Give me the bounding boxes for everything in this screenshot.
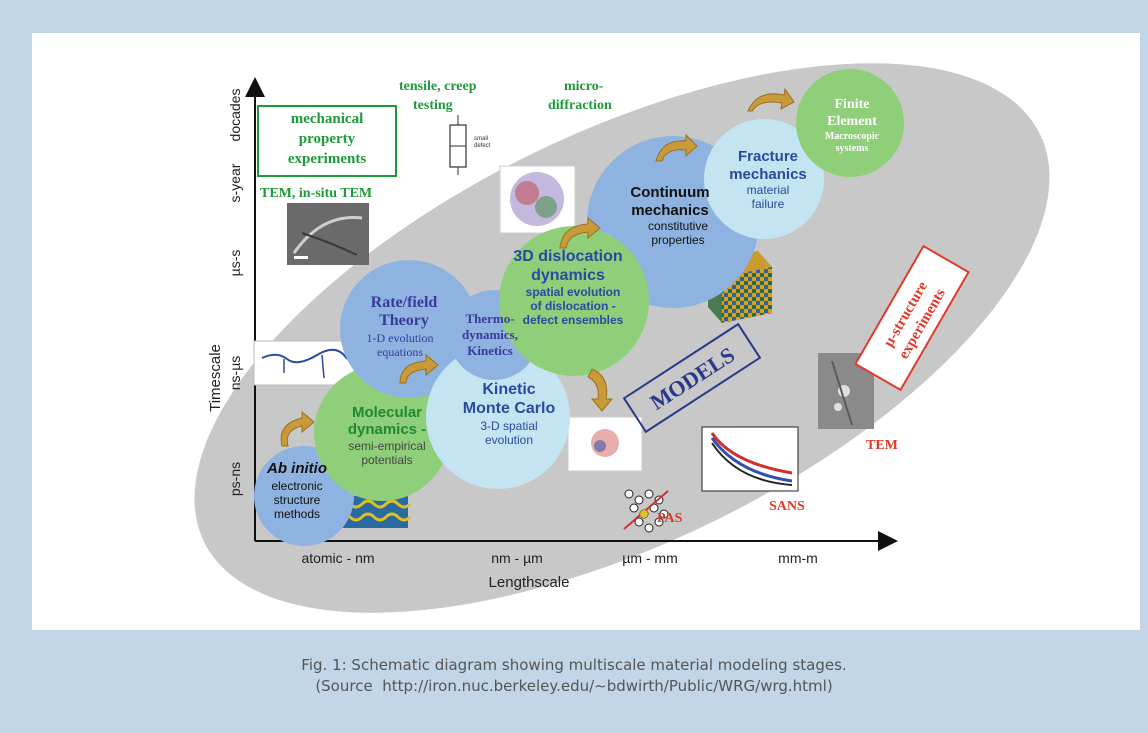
continuum-title: mechanics	[631, 202, 709, 219]
dd-title: 3D dislocation	[513, 248, 622, 265]
mechanical-label: mechanical	[291, 111, 364, 127]
rate-desc: equations	[377, 345, 423, 359]
pas-lattice-image	[623, 489, 669, 533]
md-bubble	[314, 365, 450, 501]
caption-line: Fig. 1: Schematic diagram showing multis…	[301, 656, 847, 674]
mechanical-label: property	[299, 131, 356, 147]
fracture-desc: material	[747, 183, 790, 197]
sans-label: SANS	[769, 499, 805, 514]
fracture-desc: failure	[752, 197, 785, 211]
specimen-sketch: small defect	[449, 115, 491, 175]
tem-insitu-label: TEM, in-situ TEM	[260, 186, 372, 201]
y-tick: ps-ns	[227, 462, 243, 496]
continuum-title: Continuum	[630, 184, 709, 201]
fe-title: Element	[827, 114, 877, 129]
ab-initio-desc: electronic	[271, 479, 322, 493]
ab-initio-title: Ab initio	[266, 460, 327, 477]
dd-bubble	[499, 226, 649, 376]
fe-desc: Macroscopic	[825, 131, 880, 142]
multiscale-diagram: ps-ns ns-µs µs-s s-year docades Timescal…	[194, 63, 1050, 613]
rate-title: Rate/field	[371, 294, 438, 311]
figure-panel: ps-ns ns-µs µs-s s-year docades Timescal…	[32, 33, 1140, 630]
pas-label: PAS	[657, 511, 683, 526]
fe-desc: systems	[836, 143, 869, 154]
fracture-title: Fracture	[738, 148, 798, 165]
kmc-desc: 3-D spatial	[480, 419, 537, 433]
svg-text:defect: defect	[474, 143, 491, 149]
kmc-title: Kinetic	[482, 381, 535, 398]
y-tick: ns-µs	[227, 356, 243, 391]
micro-label: diffraction	[548, 98, 612, 113]
atomistic-cloud-image	[499, 165, 576, 234]
kmc-scatter-image	[567, 416, 643, 472]
y-tick: s-year	[227, 163, 243, 202]
fracture-title: mechanics	[729, 166, 807, 183]
continuum-desc: constitutive	[648, 219, 708, 233]
y-tick: docades	[227, 89, 243, 142]
md-desc: semi-empirical	[348, 439, 425, 453]
thermo-title: Thermo-	[465, 311, 514, 326]
x-tick: µm - mm	[622, 550, 678, 566]
fe-title: Finite	[835, 97, 870, 112]
svg-text:small: small	[474, 136, 488, 142]
thermo-title: dynamics,	[462, 327, 518, 342]
tem-label: TEM	[866, 438, 898, 453]
x-tick: mm-m	[778, 550, 818, 566]
dd-desc: of dislocation -	[530, 299, 615, 313]
rate-desc: 1-D evolution	[367, 331, 434, 345]
tem-micrograph-image	[287, 203, 369, 265]
dd-title: dynamics	[531, 267, 605, 284]
ab-initio-desc: methods	[274, 507, 320, 521]
y-tick: µs-s	[227, 250, 243, 277]
md-desc: potentials	[361, 453, 412, 467]
kmc-desc: evolution	[485, 433, 533, 447]
kmc-title: Monte Carlo	[463, 400, 556, 417]
stage-arrows	[280, 87, 795, 447]
micro-label: micro-	[564, 79, 604, 94]
rate-title: Theory	[379, 312, 429, 329]
rate-theory-bubble	[340, 260, 478, 398]
x-tick: nm - µm	[491, 550, 543, 566]
mechanical-label: experiments	[288, 151, 366, 167]
dd-desc: spatial evolution	[526, 285, 621, 299]
continuum-desc: properties	[651, 233, 704, 247]
caption-line: (Source http://iron.nuc.berkeley.edu/∼bd…	[315, 677, 833, 695]
tensile-label: testing	[413, 98, 453, 113]
dislocation-plot-image	[253, 340, 355, 386]
ab-initio-desc: structure	[274, 493, 321, 507]
x-tick: atomic - nm	[301, 550, 374, 566]
fe-bubble	[796, 69, 904, 177]
x-axis-title: Lengthscale	[489, 574, 570, 591]
tensile-label: tensile, creep	[399, 79, 477, 94]
fracture-bubble	[704, 119, 824, 239]
y-axis-title: Timescale	[207, 344, 224, 412]
tem-image-right	[818, 353, 874, 429]
figure-caption: Fig. 1: Schematic diagram showing multis…	[0, 655, 1148, 697]
mechanical-box	[257, 105, 397, 177]
kmc-bubble	[426, 345, 570, 489]
md-title: Molecular	[352, 404, 422, 421]
dd-desc: defect ensembles	[523, 313, 624, 327]
thermo-title: Kinetics	[467, 343, 513, 358]
md-title: dynamics -	[348, 421, 426, 438]
sans-plot-image	[701, 426, 799, 492]
